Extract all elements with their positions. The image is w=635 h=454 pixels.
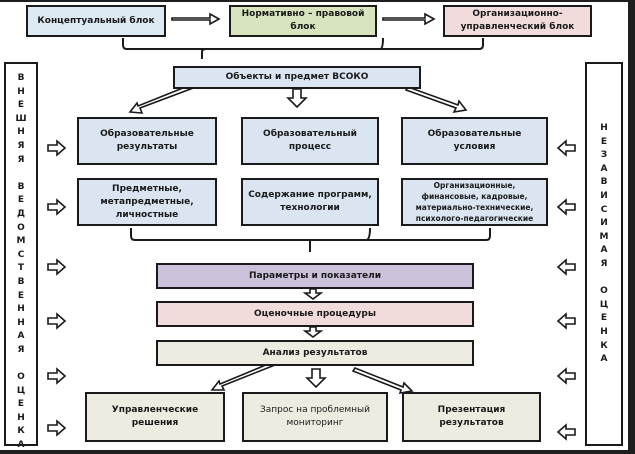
side-letter: Е	[17, 290, 25, 301]
side-letter: Н	[17, 127, 25, 138]
left-side-arrows	[47, 140, 66, 436]
brace-middle	[130, 227, 491, 252]
side-letter: М	[16, 236, 26, 247]
side-letter: В	[17, 73, 25, 83]
arrow-procedures-to-analysis	[304, 326, 322, 338]
conceptual-block-label: Концептуальный блок	[37, 15, 155, 26]
side-letter: Я	[17, 140, 25, 151]
side-letter: М	[599, 231, 609, 242]
monitoring-request-label: Запрос на проблемный мониторинг	[259, 405, 371, 428]
objects-block: Объекты и предмет ВСОКО	[173, 66, 421, 89]
results-detail-label: Предметные, метапредметные, личностные	[100, 183, 194, 220]
organizational-block: Организационно-управленческий блок	[443, 5, 592, 37]
objects-block-label: Объекты и предмет ВСОКО	[225, 72, 369, 82]
arrow-analysis-to-monitoring	[306, 368, 326, 388]
analysis-block: Анализ результатов	[156, 340, 474, 366]
side-letter: В	[17, 181, 25, 192]
arrow-analysis-to-decisions	[210, 361, 277, 391]
conditions-detail-block: Организационные, финансовые, кадровые, м…	[401, 178, 548, 226]
side-letter: Д	[16, 208, 25, 219]
educational-results-block: Образовательные результаты	[77, 117, 217, 165]
conceptual-block: Концептуальный блок	[26, 5, 166, 37]
educational-conditions-block: Образовательные условия	[401, 117, 548, 165]
side-letter: А	[17, 331, 25, 342]
results-detail-block: Предметные, метапредметные, личностные	[77, 178, 217, 226]
procedures-block: Оценочные процедуры	[156, 301, 474, 327]
diagram-canvas: Концептуальный блок Нормативно – правово…	[0, 2, 628, 450]
side-letter: И	[600, 218, 608, 229]
side-letter: С	[17, 249, 25, 260]
side-letter: Н	[600, 123, 608, 133]
side-letter: Е	[600, 313, 608, 324]
side-letter: Ц	[16, 385, 26, 396]
educational-process-label: Образовательный процесс	[263, 129, 357, 152]
arrow-analysis-to-presentation	[351, 367, 414, 395]
side-letter: З	[600, 150, 608, 161]
side-letter: А	[600, 245, 608, 256]
side-letter: Н	[17, 304, 25, 315]
side-letter: О	[600, 286, 608, 297]
presentation-block: Презентация результатов	[402, 392, 541, 442]
management-decisions-label: Управленческие решения	[111, 405, 199, 428]
side-letter: В	[600, 177, 608, 188]
parameters-label: Параметры и показатели	[248, 270, 382, 281]
presentation-label: Презентация результатов	[437, 405, 506, 428]
side-letter: К	[600, 340, 608, 351]
side-letter: Н	[17, 412, 25, 423]
arrow-conceptual-to-normative	[171, 12, 221, 26]
side-letter: Н	[17, 317, 25, 328]
conditions-detail-label: Организационные, финансовые, кадровые, м…	[415, 181, 534, 223]
side-letter: Н	[17, 86, 25, 97]
educational-results-label: Образовательные результаты	[100, 129, 194, 152]
arrow-parameters-to-procedures	[304, 288, 322, 300]
side-letter: С	[600, 204, 608, 215]
process-detail-block: Содержание программ, технологии	[241, 178, 379, 226]
side-letter	[602, 272, 605, 286]
side-letter: Ц	[599, 299, 609, 310]
management-decisions-block: Управленческие решения	[85, 392, 225, 442]
side-letter: Н	[600, 326, 608, 337]
arrow-objects-to-conditions	[404, 86, 468, 114]
arrow-normative-to-organizational	[382, 12, 436, 26]
arrow-objects-to-process	[287, 88, 307, 108]
parameters-block: Параметры и показатели	[156, 263, 474, 289]
side-letter: Т	[17, 263, 25, 274]
side-letter: Ш	[15, 113, 27, 124]
monitoring-request-block: Запрос на проблемный мониторинг	[242, 392, 388, 442]
side-letter: И	[600, 190, 608, 201]
side-letter: Е	[17, 100, 25, 111]
side-letter: Я	[17, 154, 25, 165]
side-letter: Е	[17, 399, 25, 410]
side-letter: О	[17, 372, 25, 383]
brace-top	[122, 37, 484, 59]
side-letter: Я	[600, 258, 608, 269]
side-letter: А	[17, 440, 25, 451]
side-letter: А	[600, 163, 608, 174]
side-letter: О	[17, 222, 25, 233]
side-letter: Е	[600, 136, 608, 147]
side-letter	[19, 357, 22, 371]
side-letter: А	[600, 354, 608, 365]
process-detail-label: Содержание программ, технологии	[248, 190, 372, 213]
side-letter: В	[17, 276, 25, 287]
educational-conditions-label: Образовательные условия	[427, 129, 522, 152]
analysis-label: Анализ результатов	[262, 347, 368, 358]
side-letter: Е	[17, 195, 25, 206]
educational-process-block: Образовательный процесс	[241, 117, 379, 165]
normative-block: Нормативно – правовой блок	[229, 5, 377, 37]
organizational-block-label: Организационно-управленческий блок	[460, 9, 575, 32]
normative-block-label: Нормативно – правовой блок	[241, 9, 365, 32]
right-side-arrows	[557, 140, 576, 440]
side-letter: Я	[17, 344, 25, 355]
side-letter	[19, 167, 22, 181]
side-letter: К	[17, 426, 25, 437]
procedures-label: Оценочные процедуры	[254, 308, 376, 319]
